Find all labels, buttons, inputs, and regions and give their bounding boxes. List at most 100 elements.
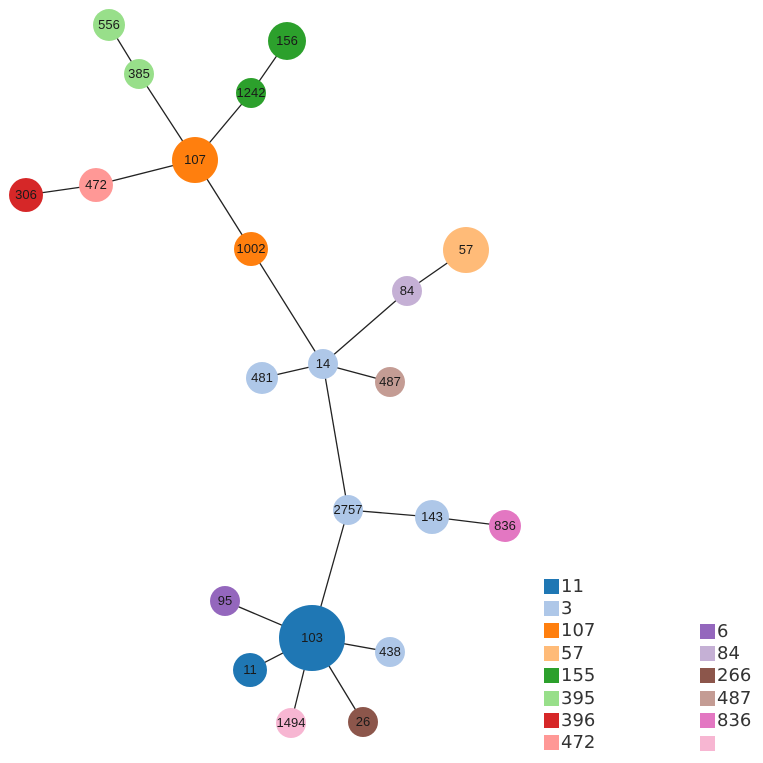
node-472[interactable]: 472 (79, 168, 113, 202)
node-1494[interactable]: 1494 (276, 708, 306, 738)
edge-84-14 (322, 290, 408, 365)
node-95[interactable]: 95 (210, 586, 240, 616)
node-circle[interactable] (276, 708, 306, 738)
node-circle[interactable] (210, 586, 240, 616)
legend-item: 57 (544, 642, 584, 664)
node-label: 472 (85, 177, 107, 192)
legend-label: 11 (561, 575, 584, 597)
legend-label: 396 (561, 709, 596, 731)
node-306[interactable]: 306 (9, 178, 43, 212)
node-label: 143 (421, 509, 443, 524)
node-556[interactable]: 556 (93, 9, 125, 41)
node-487[interactable]: 487 (375, 367, 405, 397)
legend-swatch (544, 690, 559, 706)
node-circle[interactable] (233, 653, 267, 687)
legend-swatch (544, 623, 559, 639)
legend-item: 836 (700, 710, 751, 732)
legend-item: 395 (544, 687, 595, 709)
legend-swatch (544, 600, 559, 616)
node-107[interactable]: 107 (172, 137, 218, 183)
node-label: 1242 (237, 85, 266, 100)
node-label: 107 (184, 152, 206, 167)
node-circle[interactable] (489, 510, 521, 542)
node-385[interactable]: 385 (124, 59, 154, 89)
legend-label: 107 (561, 620, 596, 642)
node-label: 103 (301, 630, 323, 645)
node-circle[interactable] (124, 59, 154, 89)
node-label: 26 (356, 714, 370, 729)
legend-swatch (700, 623, 715, 639)
node-label: 57 (459, 242, 473, 257)
node-circle[interactable] (279, 605, 345, 671)
legend-item: 472 (544, 732, 595, 754)
legend-swatch (544, 645, 559, 661)
node-14[interactable]: 14 (308, 349, 338, 379)
node-circle[interactable] (93, 9, 125, 41)
node-label: 836 (494, 518, 516, 533)
node-label: 385 (128, 66, 150, 81)
node-label: 84 (400, 283, 414, 298)
node-circle[interactable] (236, 78, 266, 108)
node-layer: 556 385 156 1242 107 472 306 1002 57 84 14 481 487 27… (9, 9, 521, 738)
node-circle[interactable] (246, 362, 278, 394)
node-circle[interactable] (172, 137, 218, 183)
node-circle[interactable] (9, 178, 43, 212)
node-circle[interactable] (375, 367, 405, 397)
legend-swatch (700, 668, 715, 684)
node-1002[interactable]: 1002 (234, 232, 268, 266)
node-57[interactable]: 57 (443, 227, 489, 273)
node-84[interactable]: 84 (392, 276, 422, 306)
node-circle[interactable] (308, 349, 338, 379)
legend-item: 107 (544, 620, 595, 642)
legend-swatch (700, 645, 715, 661)
node-2757[interactable]: 2757 (333, 495, 363, 525)
legend-label: 472 (561, 732, 596, 754)
legend-label: 57 (561, 642, 584, 664)
legend-label: 84 (717, 642, 740, 664)
node-circle[interactable] (268, 22, 306, 60)
node-label: 438 (379, 644, 401, 659)
legend-item: 396 (544, 709, 595, 731)
node-11[interactable]: 11 (233, 653, 267, 687)
node-label: 481 (251, 370, 273, 385)
node-circle[interactable] (79, 168, 113, 202)
legend-label: 3 (561, 597, 573, 619)
node-156[interactable]: 156 (268, 22, 306, 60)
node-label: 1002 (237, 241, 266, 256)
legend-item: 11 (544, 575, 584, 597)
legend-item: 266 (700, 665, 751, 687)
node-26[interactable]: 26 (348, 707, 378, 737)
legend-item: 84 (700, 642, 740, 664)
node-836[interactable]: 836 (489, 510, 521, 542)
node-438[interactable]: 438 (375, 637, 405, 667)
node-circle[interactable] (234, 232, 268, 266)
node-circle[interactable] (375, 637, 405, 667)
node-circle[interactable] (392, 276, 422, 306)
edge-14-2757 (322, 363, 349, 511)
legend-label: 6 (717, 620, 729, 642)
node-circle[interactable] (443, 227, 489, 273)
legend-swatch (544, 712, 559, 728)
node-circle[interactable] (348, 707, 378, 737)
node-circle[interactable] (415, 500, 449, 534)
node-143[interactable]: 143 (415, 500, 449, 534)
legend-swatch (700, 735, 715, 751)
node-label: 487 (379, 374, 401, 389)
legend-item: 6 (700, 620, 728, 642)
node-481[interactable]: 481 (246, 362, 278, 394)
node-label: 14 (316, 356, 330, 371)
node-label: 306 (15, 187, 37, 202)
legend-swatch (544, 668, 559, 684)
node-label: 11 (243, 662, 257, 677)
node-label: 95 (218, 593, 232, 608)
legend-swatch (544, 578, 559, 594)
legend-label: 395 (561, 687, 596, 709)
legend-swatch (544, 735, 559, 751)
node-circle[interactable] (333, 495, 363, 525)
legend-item: 3 (544, 597, 572, 619)
node-103[interactable]: 103 (279, 605, 345, 671)
legend-item (700, 732, 717, 754)
node-label: 2757 (334, 502, 363, 517)
node-1242[interactable]: 1242 (236, 78, 266, 108)
